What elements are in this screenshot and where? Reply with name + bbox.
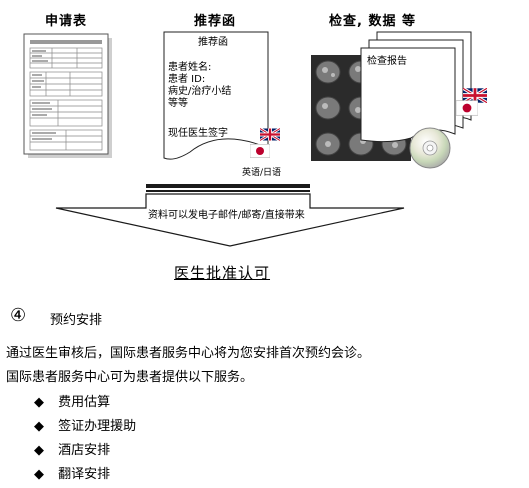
list-item: ◆ 费用估算 bbox=[34, 391, 110, 410]
step-number: ④ bbox=[10, 305, 27, 326]
exam-data-title: 检查, 数据 等 bbox=[329, 14, 416, 29]
bullet-icon: ◆ bbox=[34, 419, 44, 434]
referral-heading: 推荐函 bbox=[198, 37, 228, 48]
cd-disc-icon bbox=[409, 127, 451, 169]
exam-report-heading: 检查报告 bbox=[367, 56, 407, 67]
exam-report-stack bbox=[360, 31, 472, 143]
japan-flag-icon bbox=[456, 100, 478, 116]
paragraph-line-2: 国际患者服务中心可为患者提供以下服务。 bbox=[6, 370, 254, 385]
paragraph-line-1: 通过医生审核后，国际患者服务中心将为您安排首次预约会诊。 bbox=[6, 346, 371, 361]
uk-flag-icon bbox=[260, 128, 280, 141]
referral-body: 患者姓名: 患者 ID: 病史/治疗小结 等等 bbox=[168, 62, 232, 109]
application-form-image bbox=[23, 33, 112, 158]
service-label: 签证办理援助 bbox=[58, 419, 137, 434]
referral-letter-title: 推荐函 bbox=[194, 14, 237, 29]
uk-flag-icon bbox=[463, 88, 487, 103]
service-label: 费用估算 bbox=[58, 395, 111, 410]
bullet-icon: ◆ bbox=[34, 395, 44, 410]
japan-flag-icon bbox=[250, 144, 270, 158]
language-note: 英语/日语 bbox=[242, 168, 282, 178]
down-arrow-icon bbox=[55, 184, 405, 247]
delivery-note: 资料可以发电子邮件/邮寄/直接带来 bbox=[148, 210, 305, 221]
approval-label: 医生批准认可 bbox=[174, 264, 271, 282]
list-item: ◆ 翻译安排 bbox=[34, 463, 110, 482]
list-item: ◆ 酒店安排 bbox=[34, 439, 110, 458]
referral-signature: 现任医生签字 bbox=[168, 128, 228, 139]
step-title: 预约安排 bbox=[50, 313, 103, 328]
service-label: 酒店安排 bbox=[58, 443, 111, 458]
application-form-title: 申请表 bbox=[45, 14, 88, 29]
bullet-icon: ◆ bbox=[34, 467, 44, 482]
list-item: ◆ 签证办理援助 bbox=[34, 415, 136, 434]
referral-letter-shape bbox=[163, 31, 269, 160]
bullet-icon: ◆ bbox=[34, 443, 44, 458]
service-label: 翻译安排 bbox=[58, 467, 111, 482]
